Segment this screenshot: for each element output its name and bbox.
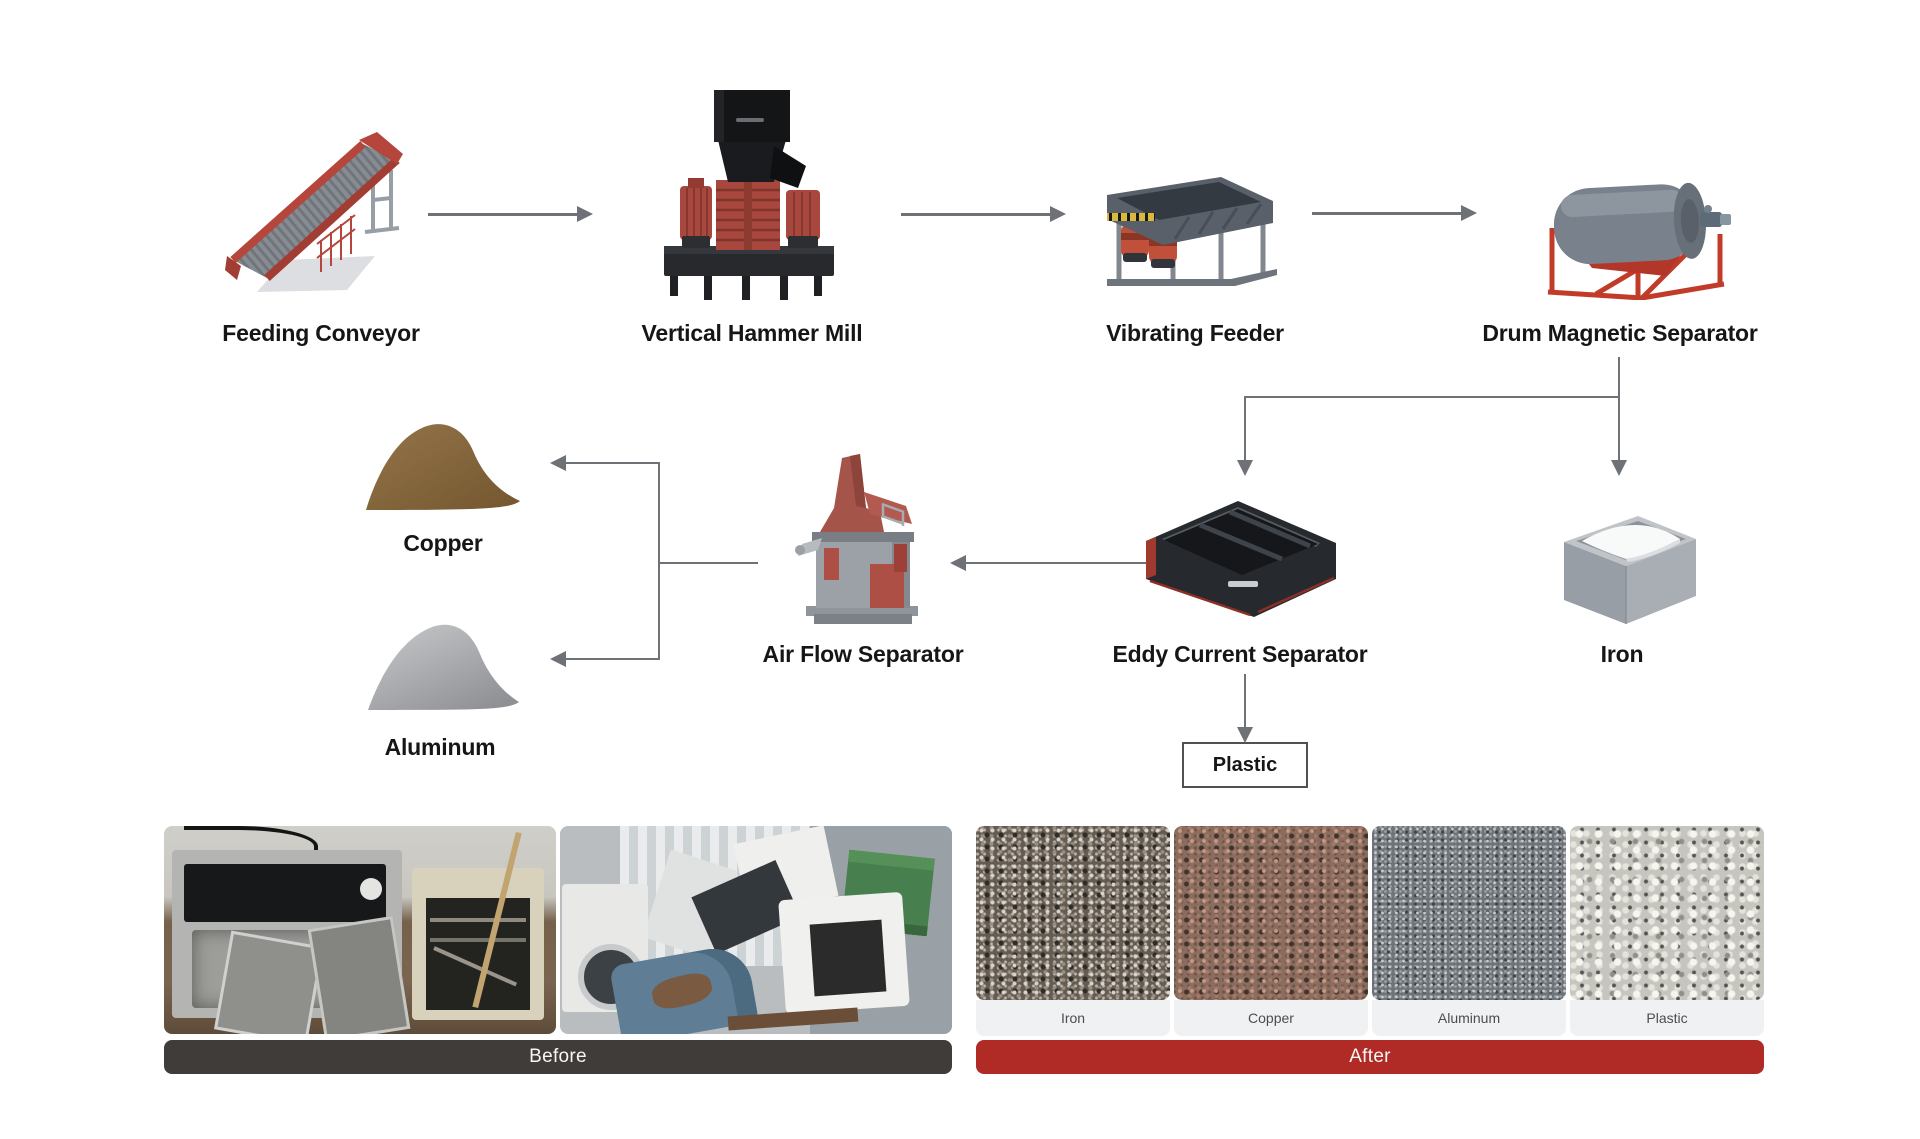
eddy-current-separator-illustration xyxy=(1140,481,1342,625)
after-item-label: Plastic xyxy=(1646,1010,1688,1026)
before-photo-scrap-ovens xyxy=(164,826,556,1034)
drum-magnetic-separator-illustration xyxy=(1538,172,1734,301)
after-bar: After xyxy=(976,1040,1764,1074)
arrow-mill-to-feeder xyxy=(901,213,1050,216)
label-copper: Copper xyxy=(403,530,483,556)
arrowhead-down-icon xyxy=(1237,460,1253,476)
label-iron: Iron xyxy=(1600,641,1644,667)
arrowhead-left-icon xyxy=(950,555,966,571)
label-air-flow-separator: Air Flow Separator xyxy=(762,641,964,667)
connector-airflow-out-horizontal xyxy=(658,562,758,564)
after-item-label: Iron xyxy=(1060,1010,1086,1026)
arrowhead-left-icon xyxy=(550,455,566,471)
arrowhead-right-icon xyxy=(577,206,593,222)
copper-pile-illustration xyxy=(362,421,524,514)
before-photo-scrap-appliances xyxy=(560,826,952,1034)
before-bar: Before xyxy=(164,1040,952,1074)
label-vertical-hammer-mill: Vertical Hammer Mill xyxy=(641,320,863,346)
iron-output-bin-illustration xyxy=(1546,506,1706,628)
connector-to-eddy-vertical xyxy=(1244,396,1246,460)
after-card-strip: Plastic xyxy=(1570,1000,1764,1036)
connector-to-aluminum xyxy=(566,658,660,660)
after-bar-label: After xyxy=(1349,1046,1391,1067)
arrow-conveyor-to-mill xyxy=(428,213,577,216)
arrowhead-right-icon xyxy=(1461,205,1477,221)
after-photo-iron xyxy=(976,826,1170,1000)
arrowhead-right-icon xyxy=(1050,206,1066,222)
connector-to-iron-vertical xyxy=(1618,396,1620,460)
label-vibrating-feeder: Vibrating Feeder xyxy=(1106,320,1284,346)
label-drum-magnetic-separator: Drum Magnetic Separator xyxy=(1482,320,1758,346)
vertical-hammer-mill-illustration xyxy=(658,88,842,302)
feeding-conveyor-illustration xyxy=(225,112,420,297)
connector-to-copper xyxy=(566,462,660,464)
label-plastic: Plastic xyxy=(1212,753,1278,776)
connector-eddy-to-airflow xyxy=(966,562,1146,564)
connector-drum-down-stub xyxy=(1618,357,1620,398)
arrowhead-down-icon xyxy=(1611,460,1627,476)
vibrating-feeder-illustration xyxy=(1103,171,1279,292)
after-card-strip: Aluminum xyxy=(1372,1000,1566,1036)
after-photo-plastic xyxy=(1570,826,1764,1000)
after-card-strip: Copper xyxy=(1174,1000,1368,1036)
label-eddy-current-separator: Eddy Current Separator xyxy=(1112,641,1368,667)
connector-drum-branch-horizontal xyxy=(1244,396,1620,398)
plastic-output-box: Plastic xyxy=(1182,742,1308,788)
arrowhead-left-icon xyxy=(550,651,566,667)
after-card-strip: Iron xyxy=(976,1000,1170,1036)
after-photo-aluminum xyxy=(1372,826,1566,1000)
arrow-feeder-to-drum xyxy=(1312,212,1461,215)
arrowhead-down-icon xyxy=(1237,727,1253,743)
label-feeding-conveyor: Feeding Conveyor xyxy=(222,320,420,346)
connector-output-bracket-vertical xyxy=(658,462,660,660)
after-item-label: Aluminum xyxy=(1437,1010,1501,1026)
air-flow-separator-illustration xyxy=(784,450,938,634)
aluminum-pile-illustration xyxy=(362,620,524,714)
after-item-label: Copper xyxy=(1248,1010,1294,1026)
connector-eddy-to-plastic xyxy=(1244,674,1246,727)
label-aluminum: Aluminum xyxy=(384,734,496,760)
before-bar-label: Before xyxy=(529,1046,587,1067)
after-photo-copper xyxy=(1174,826,1368,1000)
